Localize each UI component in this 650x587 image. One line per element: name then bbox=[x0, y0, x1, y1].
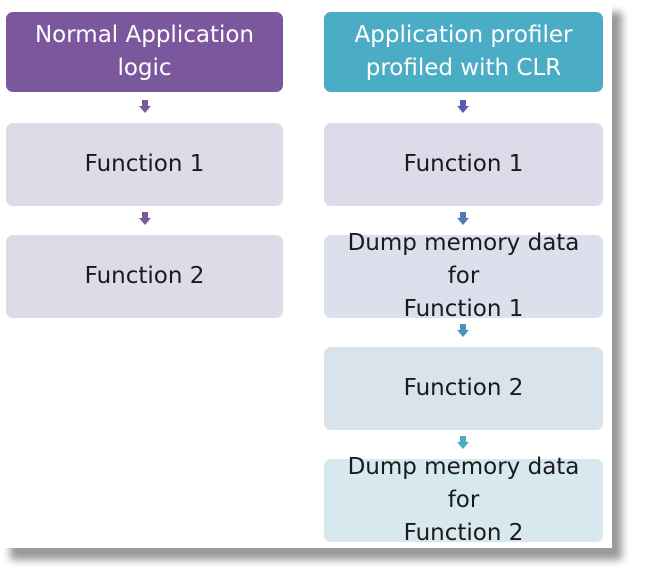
right-header-line2: profiled with CLR bbox=[365, 55, 562, 81]
left-step-1: Function 1 bbox=[6, 123, 283, 206]
right-step-1-line1: Function 1 bbox=[403, 151, 524, 177]
down-arrow-icon bbox=[139, 100, 151, 113]
right-step-4-line2: Function 2 bbox=[403, 520, 524, 546]
diagram-canvas: Normal Application logic Function 1 Func… bbox=[6, 12, 603, 546]
right-step-2: Dump memory data for Function 1 bbox=[324, 230, 603, 322]
right-step-3-line1: Function 2 bbox=[403, 375, 524, 401]
down-arrow-icon bbox=[457, 324, 469, 337]
right-step-2-line2: Function 1 bbox=[403, 296, 524, 322]
left-step-2: Function 2 bbox=[6, 235, 283, 318]
left-header-text: Normal Application logic bbox=[34, 22, 255, 81]
down-arrow-icon bbox=[457, 436, 469, 449]
right-header-box: Application profiler profiled with CLR bbox=[324, 12, 603, 92]
right-step-3: Function 2 bbox=[324, 347, 603, 430]
right-step-2-line1: Dump memory data for bbox=[347, 230, 580, 289]
down-arrow-icon bbox=[457, 100, 469, 113]
down-arrow-icon bbox=[457, 212, 469, 225]
right-step-1: Function 1 bbox=[324, 123, 603, 206]
left-step-1-label: Function 1 bbox=[84, 151, 205, 177]
right-header-line1: Application profiler bbox=[354, 22, 573, 48]
left-header-box: Normal Application logic bbox=[6, 12, 283, 92]
right-step-4-line1: Dump memory data for bbox=[347, 454, 580, 513]
right-step-4: Dump memory data for Function 2 bbox=[324, 454, 603, 546]
down-arrow-icon bbox=[139, 212, 151, 225]
left-step-2-label: Function 2 bbox=[84, 263, 205, 289]
